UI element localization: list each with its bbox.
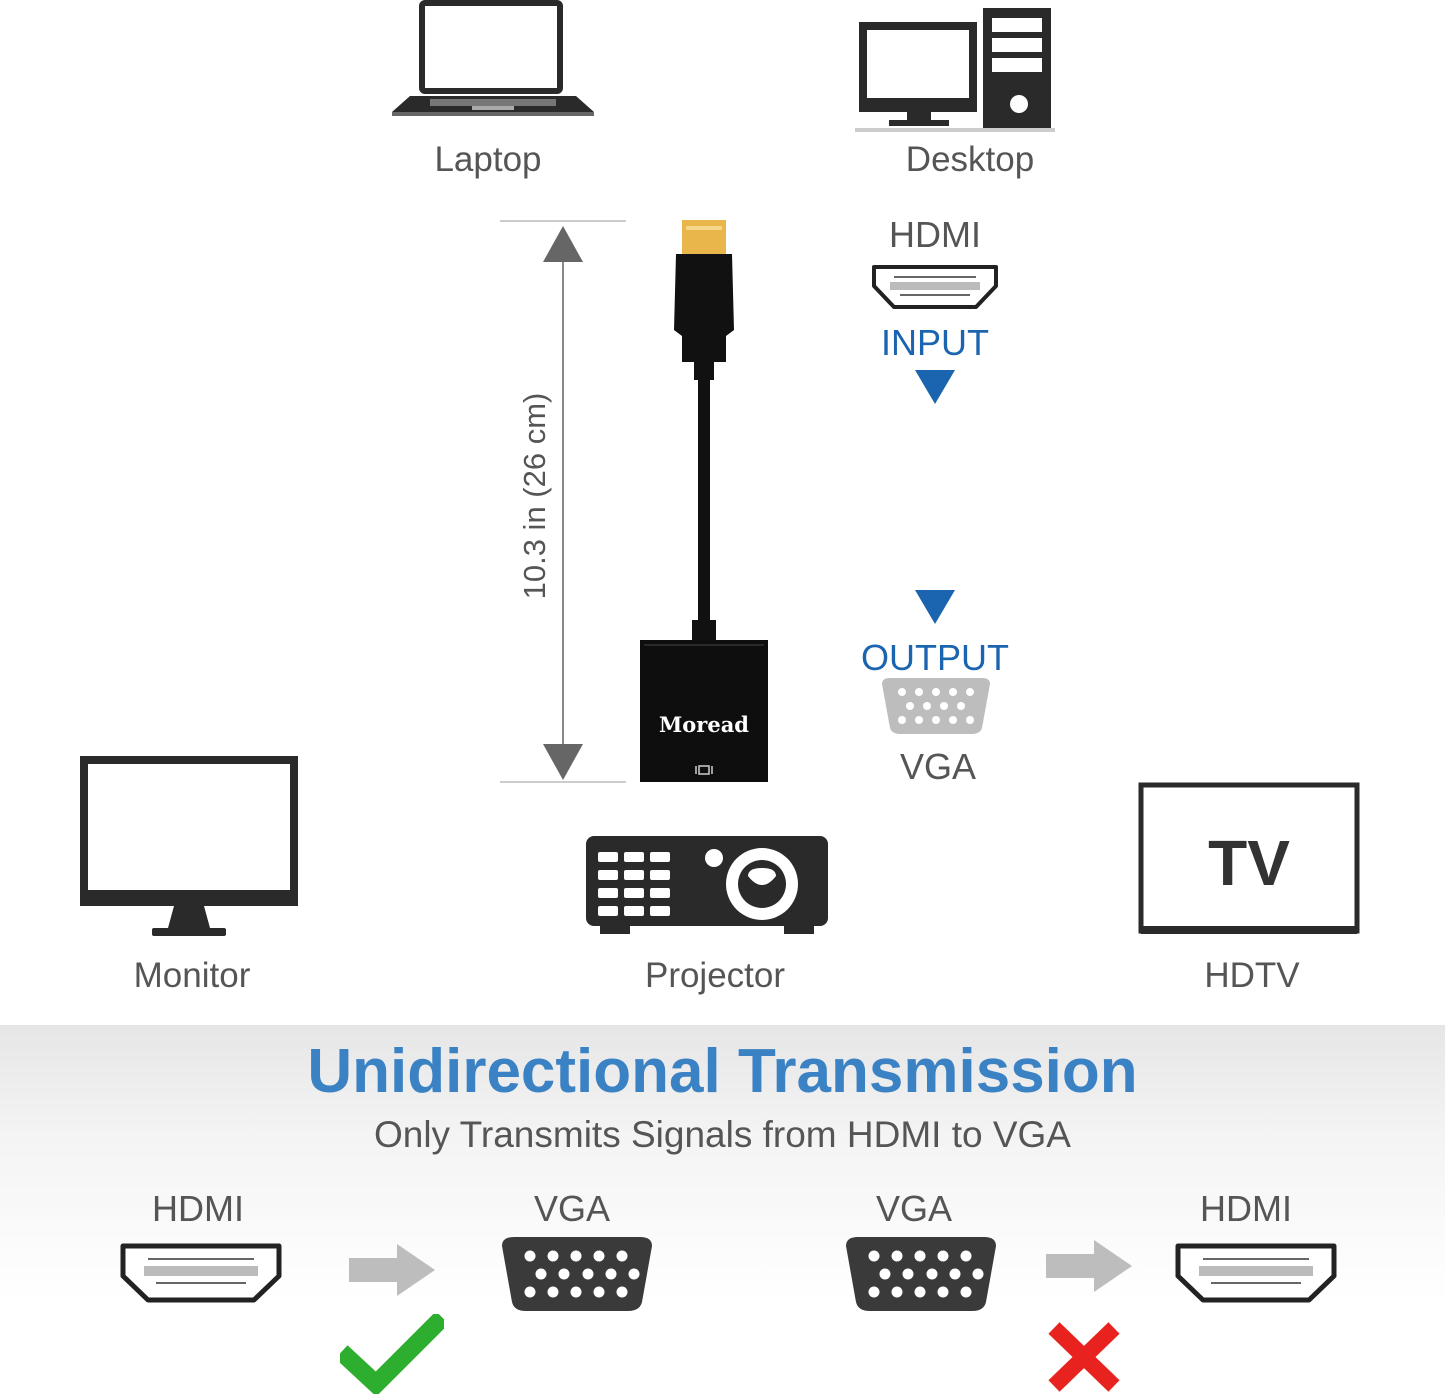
cross-mark-icon — [1048, 1322, 1120, 1392]
hdmi-port-icon — [872, 265, 998, 309]
projector-icon — [586, 836, 828, 934]
unsupported-to-label: HDMI — [1200, 1188, 1292, 1229]
input-label: INPUT — [881, 322, 989, 363]
transmission-title: Unidirectional Transmission — [307, 1037, 1138, 1106]
adapter-brand-label: Moread — [659, 712, 749, 737]
hdtv-icon — [1138, 782, 1360, 934]
down-arrow-icon — [543, 744, 583, 780]
output-label: OUTPUT — [861, 637, 1009, 678]
up-arrow-icon — [543, 226, 583, 262]
adapter-cable — [698, 380, 710, 620]
supported-hdmi-port-icon — [120, 1243, 282, 1303]
desktop-label: Desktop — [905, 140, 1035, 179]
supported-vga-port-icon — [502, 1237, 652, 1311]
output-port-label: VGA — [899, 746, 977, 787]
length-label: 10.3 in (26 cm) — [517, 392, 552, 600]
unsupported-hdmi-port-icon — [1175, 1243, 1337, 1303]
vga-port-light-icon — [882, 678, 990, 734]
monitor-icon — [80, 756, 298, 936]
output-down-arrow-icon — [915, 590, 955, 624]
laptop-icon — [392, 0, 594, 116]
input-port-label: HDMI — [889, 214, 981, 255]
length-dimension-line — [500, 220, 626, 783]
hdtv-label: HDTV — [1204, 956, 1300, 995]
projector-label: Projector — [644, 956, 786, 995]
unsupported-from-label: VGA — [875, 1188, 953, 1229]
unsupported-right-arrow-icon — [1046, 1240, 1132, 1292]
unsupported-vga-port-icon — [846, 1237, 996, 1311]
supported-to-label: VGA — [533, 1188, 611, 1229]
monitor-label: Monitor — [133, 956, 251, 995]
transmission-subtitle: Only Transmits Signals from HDMI to VGA — [373, 1114, 1071, 1155]
vga-adapter-box — [640, 640, 768, 782]
adapter-image — [640, 220, 768, 782]
check-mark-icon — [340, 1314, 444, 1394]
vga-port-icon — [695, 765, 713, 775]
transmission-section — [0, 1025, 1445, 1396]
input-down-arrow-icon — [915, 370, 955, 404]
tv-screen-text: TV — [1208, 827, 1290, 899]
hdmi-plug-body — [674, 254, 734, 362]
laptop-label: Laptop — [434, 140, 542, 179]
supported-from-label: HDMI — [152, 1188, 244, 1229]
hdmi-plug-gold-tip — [682, 220, 726, 254]
desktop-icon — [855, 8, 1055, 132]
supported-right-arrow-icon — [349, 1244, 435, 1296]
